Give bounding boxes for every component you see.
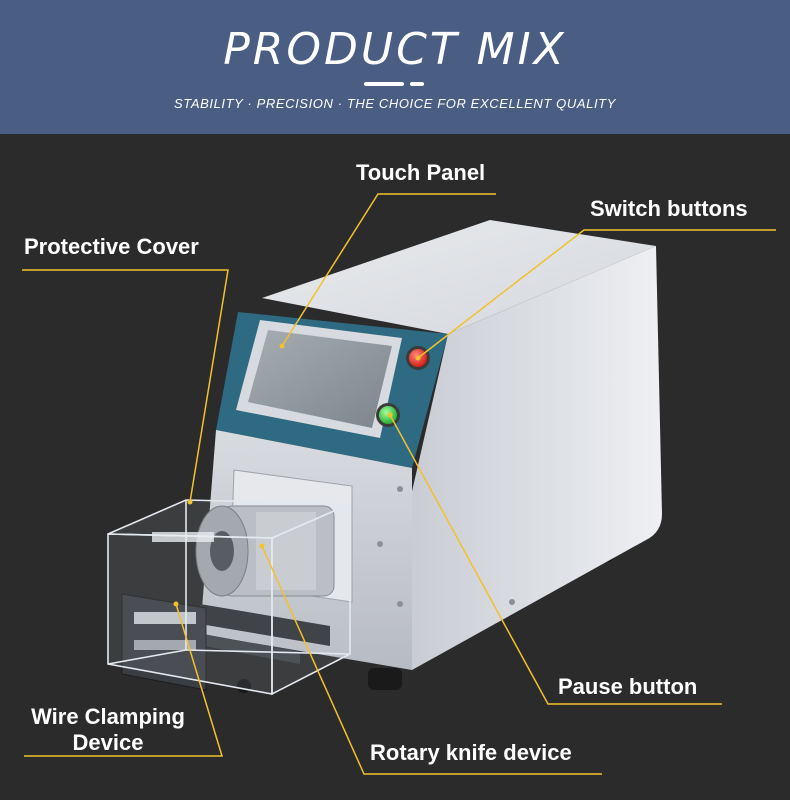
screw-icon — [397, 601, 403, 607]
title-underline-short — [410, 82, 424, 86]
page-title: PRODUCT MIX — [223, 24, 567, 75]
guide-rail — [200, 604, 330, 646]
screw-icon — [397, 486, 403, 492]
callout-wire-clamping-line2: Device — [72, 730, 144, 755]
leader-protective-cover — [22, 269, 229, 503]
screw-icon — [509, 599, 515, 605]
callout-wire-clamping-line1: Wire Clamping — [31, 704, 185, 729]
title-underline-long — [364, 82, 404, 86]
wire-clamp-jaw — [134, 640, 196, 650]
callout-protective-cover: Protective Cover — [24, 234, 199, 259]
page-subtitle: STABILITY · PRECISION · THE CHOICE FOR E… — [174, 96, 616, 111]
leader-touch-panel — [281, 193, 496, 347]
machine-foot — [368, 668, 402, 690]
rotary-knife-band — [256, 512, 316, 590]
callout-wire-clamping-device: Wire Clamping Device — [20, 704, 196, 756]
callout-switch-buttons: Switch buttons — [590, 196, 748, 221]
touch-panel-screen — [248, 330, 392, 428]
callout-pause-button: Pause button — [558, 674, 698, 699]
rotary-knife-center — [210, 531, 234, 571]
leader-rotary-knife — [261, 545, 602, 775]
machine-illustration — [22, 193, 776, 775]
callout-leader-lines — [22, 193, 776, 775]
leader-wire-clamping — [24, 603, 224, 757]
header-banner: PRODUCT MIX STABILITY · PRECISION · THE … — [0, 0, 790, 134]
protective-cover — [107, 499, 351, 696]
product-diagram-area: Touch Panel Switch buttons Protective Co… — [0, 134, 790, 800]
callout-anchor-dots — [173, 343, 421, 607]
callout-touch-panel: Touch Panel — [356, 160, 486, 185]
machine-side-panel — [410, 246, 662, 670]
callout-rotary-knife-device: Rotary knife device — [370, 740, 572, 765]
machine-top-panel — [262, 220, 656, 334]
leader-switch-buttons — [417, 229, 776, 359]
leader-pause-button — [389, 414, 722, 705]
screw-icon — [377, 541, 383, 547]
cover-hinge — [152, 532, 214, 542]
